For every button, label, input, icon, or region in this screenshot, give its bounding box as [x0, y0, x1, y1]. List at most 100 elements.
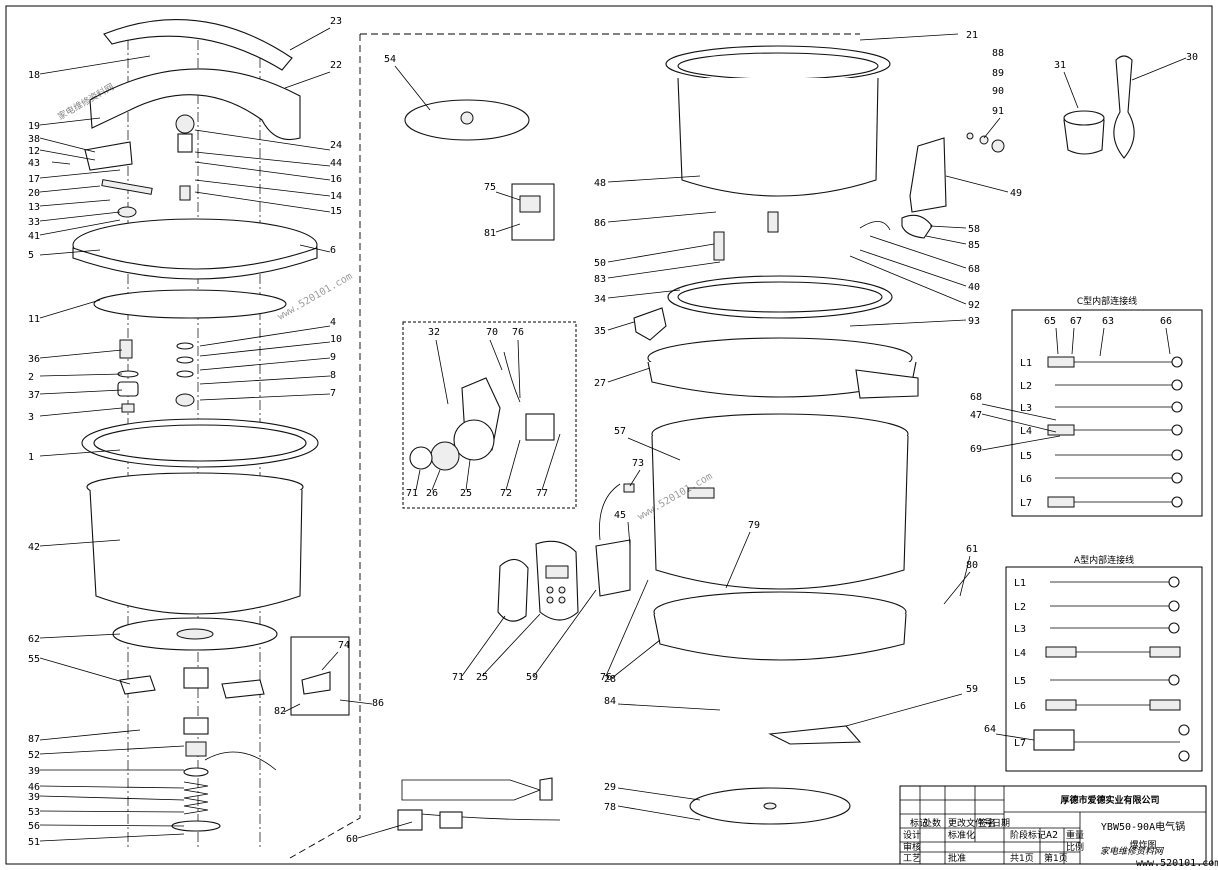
part-callout: 28 — [604, 674, 616, 685]
part-callout: 29 — [604, 782, 616, 793]
a-line-label: L2 — [1014, 602, 1026, 613]
model-name: YBW50-90A电气锅 — [1101, 820, 1185, 833]
callout-leader — [39, 633, 121, 639]
part-callout: 7 — [330, 388, 336, 399]
callout-leader — [943, 571, 971, 605]
part-callout: 19 — [28, 121, 40, 132]
part-callout: 66 — [1160, 316, 1172, 327]
callout-leader — [627, 437, 681, 461]
part-callout: 76 — [512, 327, 524, 338]
callout-leader — [461, 615, 506, 677]
callout-leader — [849, 255, 967, 305]
a-line-label: L1 — [1014, 578, 1026, 589]
callout-leader — [607, 261, 721, 279]
part-callout: 32 — [428, 327, 440, 338]
part-callout: 84 — [604, 696, 616, 707]
callout-leader — [357, 821, 413, 839]
part-callout: 81 — [484, 228, 496, 239]
title-block — [899, 785, 1207, 865]
part-callout: 12 — [28, 146, 40, 157]
callout-leader — [39, 729, 141, 741]
callout-leader — [415, 469, 421, 491]
part-callout: 4 — [330, 317, 336, 328]
callout-leader — [39, 657, 131, 685]
callout-leader — [199, 341, 331, 357]
callout-leader — [627, 521, 631, 547]
part-callout: 43 — [28, 158, 40, 169]
callout-leader — [517, 339, 521, 399]
part-callout: 86 — [594, 218, 606, 229]
callout-leader — [1131, 57, 1187, 81]
part-callout: 59 — [526, 672, 538, 683]
company-name: 厚德市爱德实业有限公司 — [1060, 794, 1159, 806]
callout-leader — [39, 219, 121, 236]
part-callout: 24 — [330, 140, 342, 151]
part-callout: 79 — [748, 520, 760, 531]
callout-leader — [39, 785, 185, 789]
tb-cell: 工艺 — [903, 853, 921, 864]
callout-leader — [1099, 327, 1105, 357]
a-wiring-lines — [1033, 576, 1190, 762]
callout-leader — [199, 357, 331, 371]
callout-leader — [194, 179, 331, 197]
part-callout: 35 — [594, 326, 606, 337]
part-callout: 58 — [968, 224, 980, 235]
a-line-label: L6 — [1014, 701, 1026, 712]
callout-leader — [39, 824, 185, 827]
part-callout: 42 — [28, 542, 40, 553]
part-callout: 63 — [1102, 316, 1114, 327]
part-callout: 15 — [330, 206, 342, 217]
c-wiring-lines — [1047, 356, 1183, 508]
part-callout: 92 — [968, 300, 980, 311]
callout-leader — [39, 349, 123, 359]
callout-leader — [39, 299, 101, 319]
tb-cell: 审核 — [903, 841, 921, 853]
callout-leader — [39, 373, 123, 377]
tb-cell: 标记 — [910, 817, 928, 829]
callout-leader — [39, 55, 151, 75]
a-line-label: L5 — [1014, 676, 1026, 687]
corner-watermark: 家电维修资料网 — [1100, 846, 1164, 857]
part-callout: 27 — [594, 378, 606, 389]
callout-leader — [925, 235, 967, 245]
part-callout: 47 — [970, 410, 982, 421]
callout-leader — [39, 810, 185, 813]
c-line-label: L1 — [1020, 358, 1032, 369]
part-callout: 39 — [28, 792, 40, 803]
part-callout: 13 — [28, 202, 40, 213]
tb-cell: 共1页 — [1010, 853, 1034, 864]
callout-leader — [983, 117, 1001, 139]
part-callout: 48 — [594, 178, 606, 189]
callout-leader — [1165, 327, 1171, 355]
callout-leader — [39, 539, 121, 547]
callout-leader — [1063, 71, 1079, 109]
callout-leader — [39, 117, 101, 126]
part-callout: 38 — [28, 134, 40, 145]
callout-leader — [607, 211, 717, 223]
watermark-url: www.520101.com — [276, 271, 355, 323]
callout-leader — [1055, 327, 1059, 355]
part-callout: 37 — [28, 390, 40, 401]
part-callout: 20 — [28, 188, 40, 199]
part-callout: 76 — [600, 672, 612, 683]
part-callout: 68 — [970, 392, 982, 403]
part-callout: 49 — [1010, 188, 1022, 199]
part-callout: 77 — [536, 488, 548, 499]
callout-leader — [929, 225, 967, 229]
callout-leader — [194, 129, 331, 151]
part-callout: 82 — [274, 706, 286, 717]
part-callout: 6 — [330, 245, 336, 256]
part-callout: 11 — [28, 314, 40, 325]
callout-leader — [39, 199, 111, 207]
c-line-label: L5 — [1020, 451, 1032, 462]
c-line-label: L3 — [1020, 403, 1032, 414]
a-wiring-title: A型内部连接线 — [1074, 554, 1134, 566]
callout-leader — [981, 435, 1061, 451]
callout-leader — [199, 393, 331, 401]
part-callout: 18 — [28, 70, 40, 81]
tb-cell: 批准 — [948, 852, 966, 864]
part-callout: 53 — [28, 807, 40, 818]
callout-leader — [981, 403, 1057, 421]
part-callout: 22 — [330, 60, 342, 71]
part-callout: 62 — [28, 634, 40, 645]
